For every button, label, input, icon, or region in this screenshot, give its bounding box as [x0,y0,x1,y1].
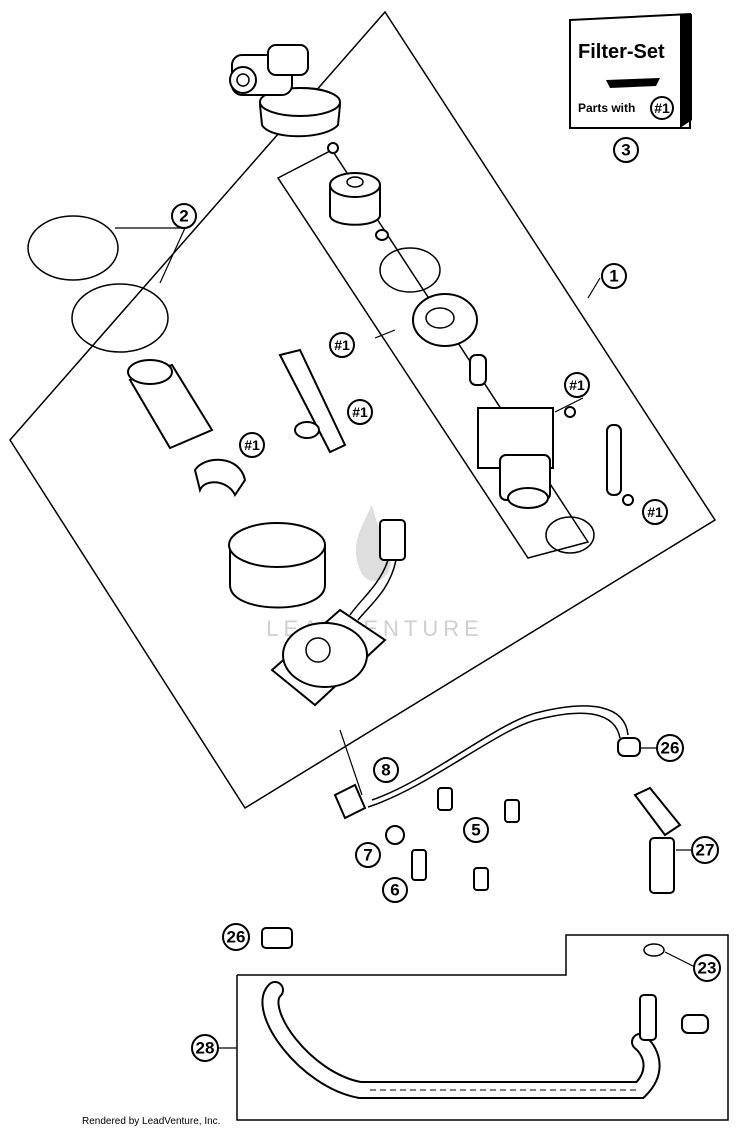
o-ring-small [643,943,665,957]
svg-text:2: 2 [179,207,188,226]
callout-2: 2 [171,203,197,229]
callout-28: 28 [191,1034,219,1062]
o-ring-bottom [545,516,595,554]
svg-text:1: 1 [609,267,618,286]
hose-clamp-upper [617,737,641,757]
inlet-tube [606,424,622,496]
pump-housing-part [228,522,326,609]
svg-text:#1: #1 [352,404,368,420]
svg-text:#1: #1 [647,504,663,520]
footer-credit: Rendered by LeadVenture, Inc. [82,1116,220,1127]
svg-text:#1: #1 [569,377,585,393]
svg-text:27: 27 [696,841,715,860]
hose-clamp-lower [681,1014,709,1034]
elbow-connector-part [633,786,682,894]
svg-text:7: 7 [363,846,372,865]
small-seal-mid [375,229,389,241]
callout-8: 8 [373,757,399,783]
filter-set-badge: #1 [654,100,670,116]
hash-marker: #1 [642,499,668,525]
fitting-part [639,994,657,1041]
bolt-part [437,787,453,811]
hash-marker: #1 [239,432,265,458]
svg-text:28: 28 [196,1039,215,1058]
flange-part [270,608,387,707]
callout-27: 27 [691,836,719,864]
svg-text:8: 8 [381,761,390,780]
nut-part [385,825,405,845]
callout-26-upper: 26 [656,734,684,762]
hash-marker: #1 [329,332,355,358]
hose-clip-lower [261,927,293,949]
svg-text:23: 23 [698,959,717,978]
sleeve-part [127,359,214,450]
bracket-part [278,348,347,454]
callout-5: 5 [463,817,489,843]
o-ring-large-1 [27,215,119,281]
filter-set-parts-label: Parts with [578,101,635,115]
svg-text:26: 26 [661,739,680,758]
svg-text:#1: #1 [244,437,260,453]
o-ring-large-2 [71,283,169,353]
filter-cylinder-part [329,172,381,226]
hose-assembly-frame [236,934,729,1121]
regulator-part [412,293,478,347]
callout-3: 3 [613,137,639,163]
svg-text:6: 6 [390,881,399,900]
check-valve [469,354,487,386]
pump-motor-part [477,407,554,509]
main-assembly-frame [9,10,717,810]
svg-text:3: 3 [621,141,630,160]
pump-top-part [229,44,342,138]
callout-23: 23 [693,954,721,982]
fuel-line [371,705,629,801]
filter-set-box: Filter-Set Parts with #1 [569,12,692,129]
svg-text:#1: #1 [334,337,350,353]
svg-text:5: 5 [471,821,480,840]
hash-marker: #1 [564,372,590,398]
wire-connector-part [349,519,406,621]
clip-part [193,458,247,498]
hash-marker: #1 [347,399,373,425]
svg-text:26: 26 [227,928,246,947]
small-seal-top [327,142,339,154]
quick-connector-part [333,783,367,820]
callout-7: 7 [355,842,381,868]
sub-assembly-frame [276,149,590,559]
callout-6: 6 [382,877,408,903]
callout-1: 1 [601,263,627,289]
o-ring-mid [379,247,441,293]
callout-26-lower: 26 [222,923,250,951]
filter-set-title: Filter-Set [578,41,665,63]
brand-logo [606,78,660,88]
